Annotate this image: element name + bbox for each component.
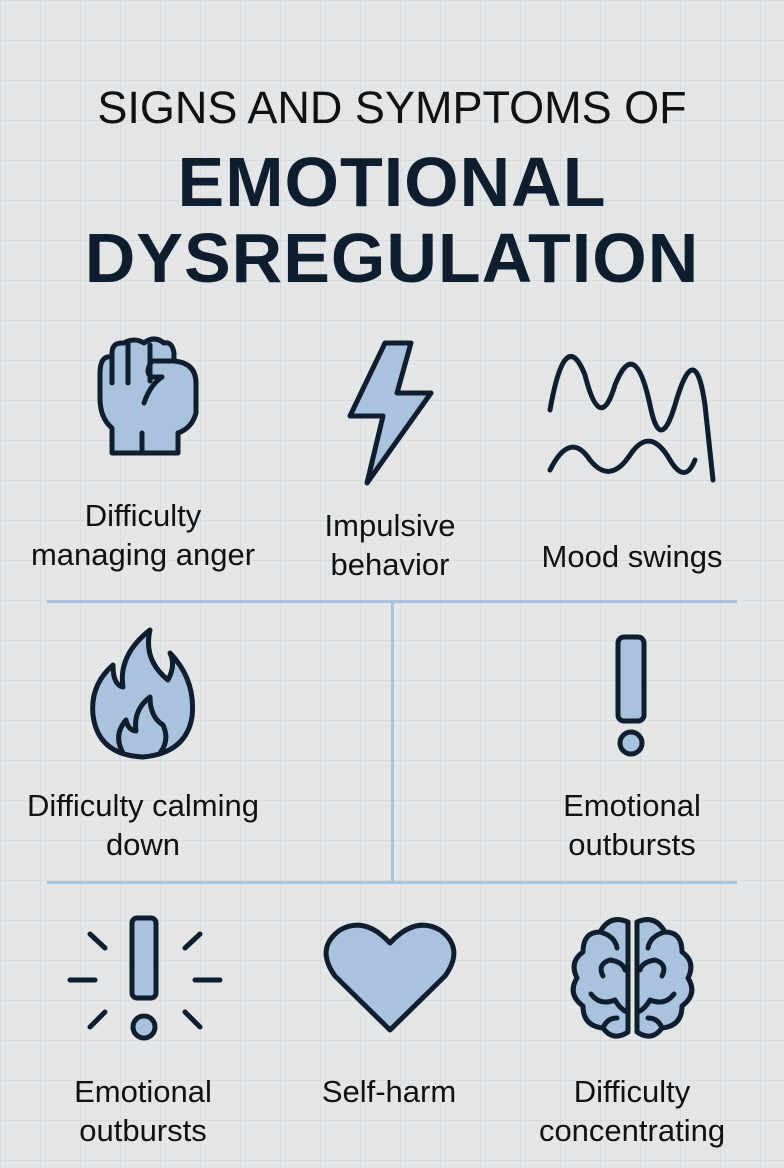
label-self-harm: Self-harm — [321, 1074, 457, 1109]
title-line-3: DYSREGULATION — [84, 219, 700, 297]
exclamation-burst-icon — [67, 915, 223, 1041]
exclamation-icon — [615, 634, 647, 757]
label-difficulty-calming-down: Difficulty calming down — [26, 788, 259, 862]
lightning-icon — [347, 340, 434, 486]
label-mood-swings: Mood swings — [541, 539, 723, 574]
divider-vertical — [391, 600, 394, 883]
heart-icon — [323, 922, 457, 1033]
title-line-2: EMOTIONAL — [177, 143, 607, 221]
label-impulsive-behavior: Impulsive behavior — [324, 508, 456, 582]
label-emotional-outbursts: Emotional outbursts — [563, 788, 701, 862]
label-difficulty-concentrating: Difficulty concentrating — [538, 1074, 726, 1148]
fist-icon — [97, 336, 199, 456]
brain-icon — [570, 917, 695, 1039]
label-emotional-outbursts-2: Emotional outbursts — [74, 1074, 212, 1148]
label-difficulty-managing-anger: Difficulty managing anger — [30, 498, 256, 572]
flame-icon — [90, 627, 196, 760]
divider-bottom — [47, 881, 737, 884]
title-line-1: SIGNS AND SYMPTOMS OF — [97, 82, 687, 133]
wave-icon — [547, 353, 716, 483]
